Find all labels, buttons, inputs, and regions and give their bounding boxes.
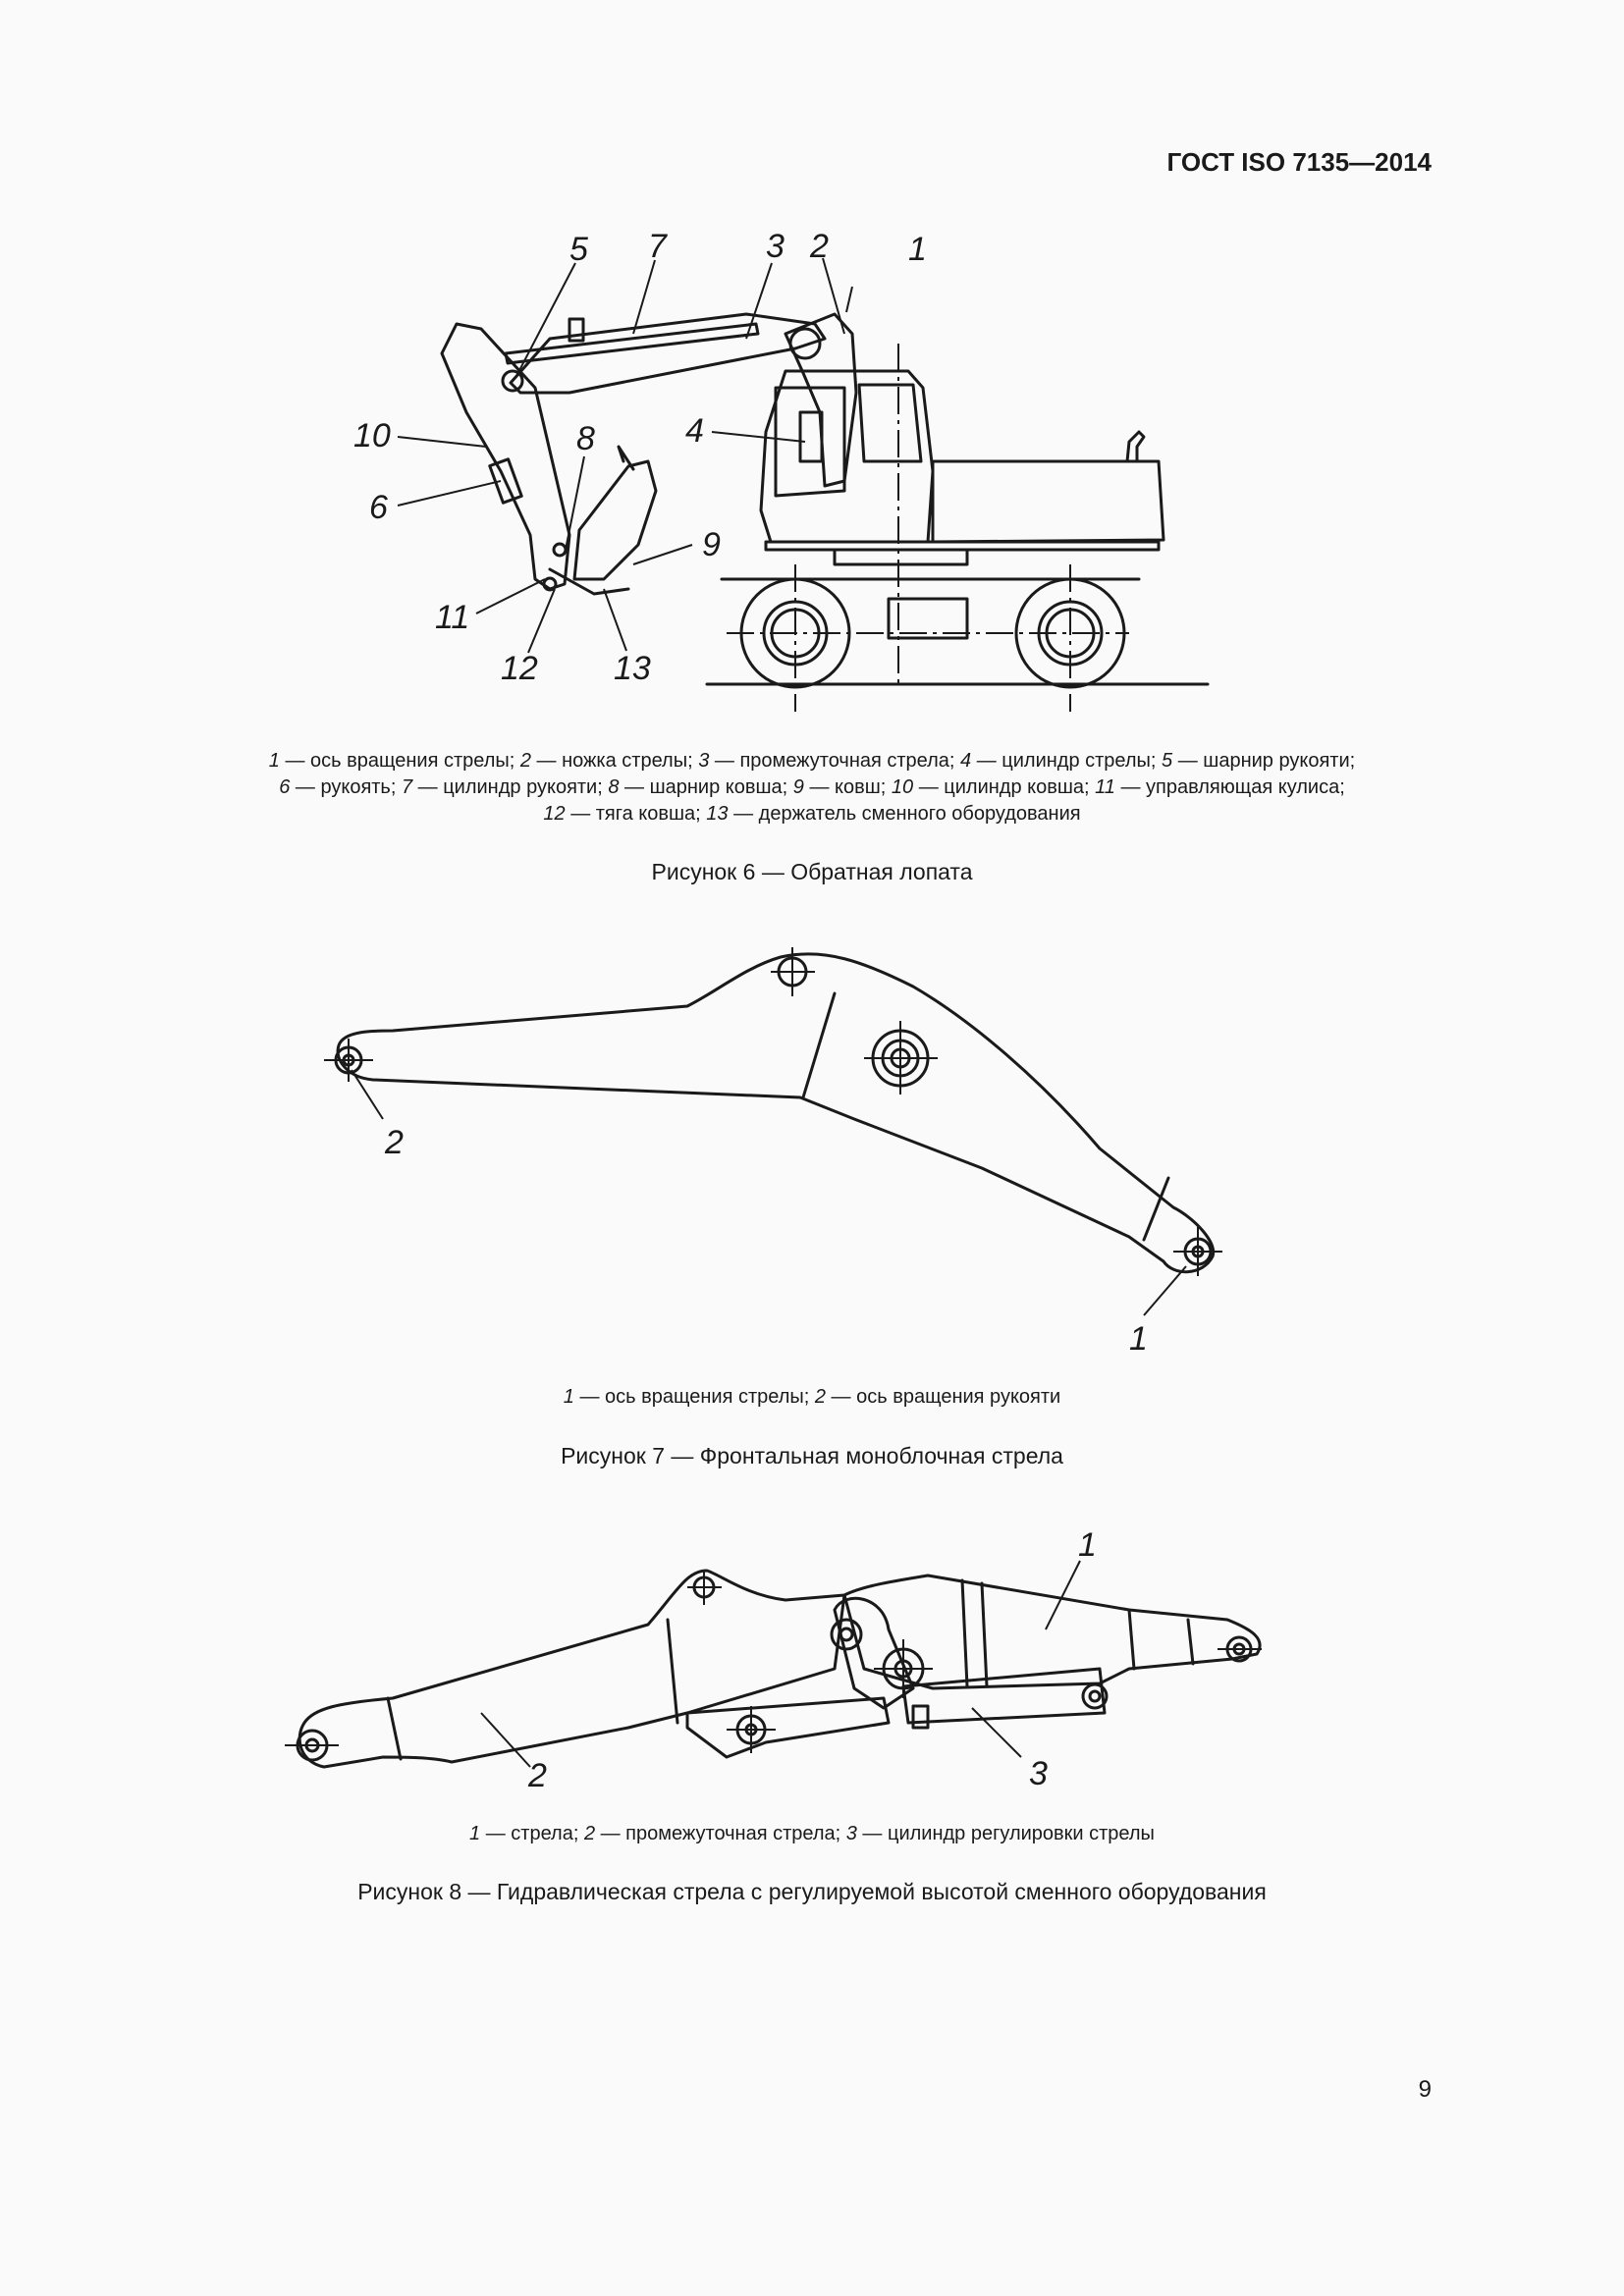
legend-line: 1 — ось вращения стрелы; 2 — ножка стрел… [0, 748, 1624, 774]
figure-6-legend: 1 — ось вращения стрелы; 2 — ножка стрел… [0, 748, 1624, 828]
fig8-callout-3: 3 [1029, 1755, 1048, 1792]
legend-item-text: — тяга ковша; [565, 803, 707, 825]
figure-6-drawing: 1 2 3 4 5 6 7 8 9 10 11 12 13 [353, 228, 1210, 712]
legend-item-text: — шарнир рукояти; [1172, 750, 1356, 772]
legend-item-text: — шарнир ковша; [619, 776, 793, 798]
figure-6-caption: Рисунок 6 — Обратная лопата [651, 859, 973, 884]
figure-8-legend: 1 — стрела; 2 — промежуточная стрела; 3 … [0, 1821, 1624, 1847]
legend-item-text: — управляющая кулиса; [1114, 776, 1345, 798]
fig7-callout-1: 1 [1129, 1320, 1148, 1358]
legend-item-text: — цилиндр рукояти; [412, 776, 609, 798]
legend-item-number: 6 [279, 776, 291, 798]
fig8-callout-2: 2 [527, 1757, 547, 1794]
figure-7-drawing: 2 1 [324, 947, 1222, 1358]
fig6-callout-12: 12 [501, 650, 538, 687]
figure-8-drawing: 1 2 3 [285, 1526, 1262, 1794]
legend-item-text: — промежуточная стрела; [709, 750, 961, 772]
fig6-callout-5: 5 [569, 231, 588, 268]
fig6-callout-13: 13 [614, 650, 651, 687]
legend-item-number: 10 [891, 776, 914, 798]
legend-item-number: 9 [792, 776, 804, 798]
legend-item-text: — ковш; [803, 776, 892, 798]
legend-item-text: — держатель сменного оборудования [728, 803, 1081, 825]
legend-item-number: 3 [845, 1823, 857, 1844]
legend-line: 1 — ось вращения стрелы; 2 — ось вращени… [0, 1384, 1624, 1411]
legend-item-number: 1 [469, 1823, 481, 1844]
fig6-callout-2: 2 [809, 228, 829, 265]
fig6-callout-9: 9 [702, 526, 721, 563]
legend-item-text: — ось вращения рукояти [826, 1386, 1061, 1408]
fig8-callout-1: 1 [1078, 1526, 1097, 1564]
fig6-callout-4: 4 [685, 412, 704, 450]
figure-8-caption: Рисунок 8 — Гидравлическая стрела с регу… [357, 1879, 1267, 1904]
legend-line: 12 — тяга ковша; 13 — держатель сменного… [0, 801, 1624, 828]
legend-item-number: 11 [1095, 776, 1115, 798]
legend-item-number: 8 [608, 776, 620, 798]
fig7-callout-2: 2 [384, 1124, 404, 1161]
legend-item-text: — рукоять; [290, 776, 402, 798]
legend-item-number: 1 [563, 1386, 574, 1408]
legend-item-text: — ножка стрелы; [531, 750, 699, 772]
legend-line: 1 — стрела; 2 — промежуточная стрела; 3 … [0, 1821, 1624, 1847]
legend-item-text: — ось вращения стрелы; [573, 1386, 815, 1408]
figure-7-legend: 1 — ось вращения стрелы; 2 — ось вращени… [0, 1384, 1624, 1411]
legend-item-text: — цилиндр регулировки стрелы [856, 1823, 1155, 1844]
legend-item-number: 7 [401, 776, 413, 798]
legend-item-number: 13 [706, 803, 729, 825]
legend-item-text: — цилиндр ковша; [913, 776, 1096, 798]
legend-item-text: — промежуточная стрела; [595, 1823, 846, 1844]
figure-7-caption: Рисунок 7 — Фронтальная моноблочная стре… [561, 1443, 1063, 1468]
fig6-callout-8: 8 [576, 420, 595, 457]
fig6-callout-3: 3 [766, 228, 785, 265]
legend-item-number: 2 [519, 750, 531, 772]
legend-item-number: 2 [814, 1386, 826, 1408]
fig6-callout-10: 10 [353, 417, 391, 454]
legend-item-number: 2 [583, 1823, 596, 1844]
legend-item-text: — цилиндр стрелы; [971, 750, 1163, 772]
fig6-callout-6: 6 [369, 489, 388, 526]
fig6-callout-7: 7 [648, 228, 668, 265]
standard-header: ГОСТ ISO 7135—2014 [1166, 147, 1432, 177]
legend-item-number: 3 [698, 750, 710, 772]
legend-item-number: 12 [543, 803, 566, 825]
page-number: 9 [1418, 2076, 1432, 2103]
legend-item-text: — ось вращения стрелы; [279, 750, 520, 772]
legend-item-number: 5 [1162, 750, 1173, 772]
fig6-callout-1: 1 [908, 231, 927, 268]
legend-item-number: 1 [268, 750, 280, 772]
legend-item-number: 4 [960, 750, 972, 772]
legend-line: 6 — рукоять; 7 — цилиндр рукояти; 8 — ша… [0, 774, 1624, 801]
legend-item-text: — стрела; [480, 1823, 584, 1844]
fig6-callout-11: 11 [435, 599, 469, 636]
